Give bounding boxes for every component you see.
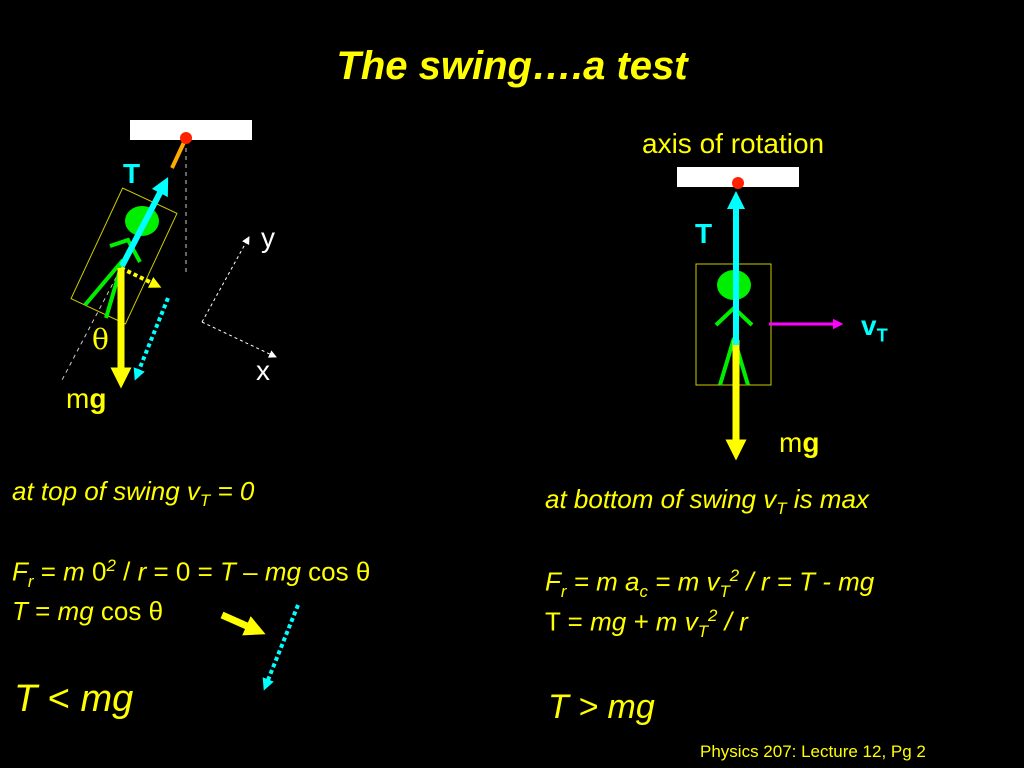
left-conclusion: T < mg: [14, 678, 134, 720]
left-eq-line2: Fr = m 02 / r = 0 = T – mg cos θ: [12, 556, 371, 591]
axis-of-rotation-label: axis of rotation: [642, 128, 825, 159]
right-pivot-dot: [732, 177, 744, 189]
y-axis-arrow: [201, 236, 250, 323]
right-person-leg: [718, 337, 736, 386]
left-pivot-dot: [180, 132, 192, 144]
left-rope-extension-line: [61, 269, 121, 381]
right-eq-line2: Fr = m ac = m vT2 / r = T - mg: [545, 566, 875, 601]
left-eq-line3: T = mg cos θ: [12, 596, 164, 626]
right-swing-diagram: [677, 167, 844, 461]
right-tension-label: T: [695, 218, 713, 249]
left-person-arms: [109, 237, 142, 263]
pointer-arrow: [220, 611, 266, 636]
left-support-bar: [130, 120, 252, 140]
right-eq-line3: T = mg + m vT2 / r: [545, 606, 748, 641]
right-weight-label: mg: [779, 427, 820, 458]
left-weight-label: mg: [66, 383, 107, 414]
left-person-leg: [83, 258, 125, 307]
left-tension-label: T: [123, 158, 141, 189]
slide-footer: Physics 207: Lecture 12, Pg 2: [700, 742, 926, 761]
left-radial-component: [133, 297, 170, 381]
right-eq-line1: at bottom of swing vT is max: [545, 484, 869, 519]
velocity-label: vT: [861, 310, 888, 346]
left-swing-seat: [70, 187, 178, 325]
x-axis-arrow: [201, 321, 277, 358]
radial-component-arrow: [262, 604, 300, 691]
theta-label: θ: [92, 323, 109, 356]
slide-title: The swing….a test: [336, 44, 688, 88]
left-eq-line1: at top of swing vT = 0: [12, 476, 255, 511]
left-swing-diagram: [61, 120, 277, 389]
right-conclusion: T > mg: [548, 688, 655, 726]
y-axis-label: y: [261, 222, 275, 253]
left-tension-arrow: [119, 177, 169, 268]
x-axis-label: x: [256, 355, 270, 386]
